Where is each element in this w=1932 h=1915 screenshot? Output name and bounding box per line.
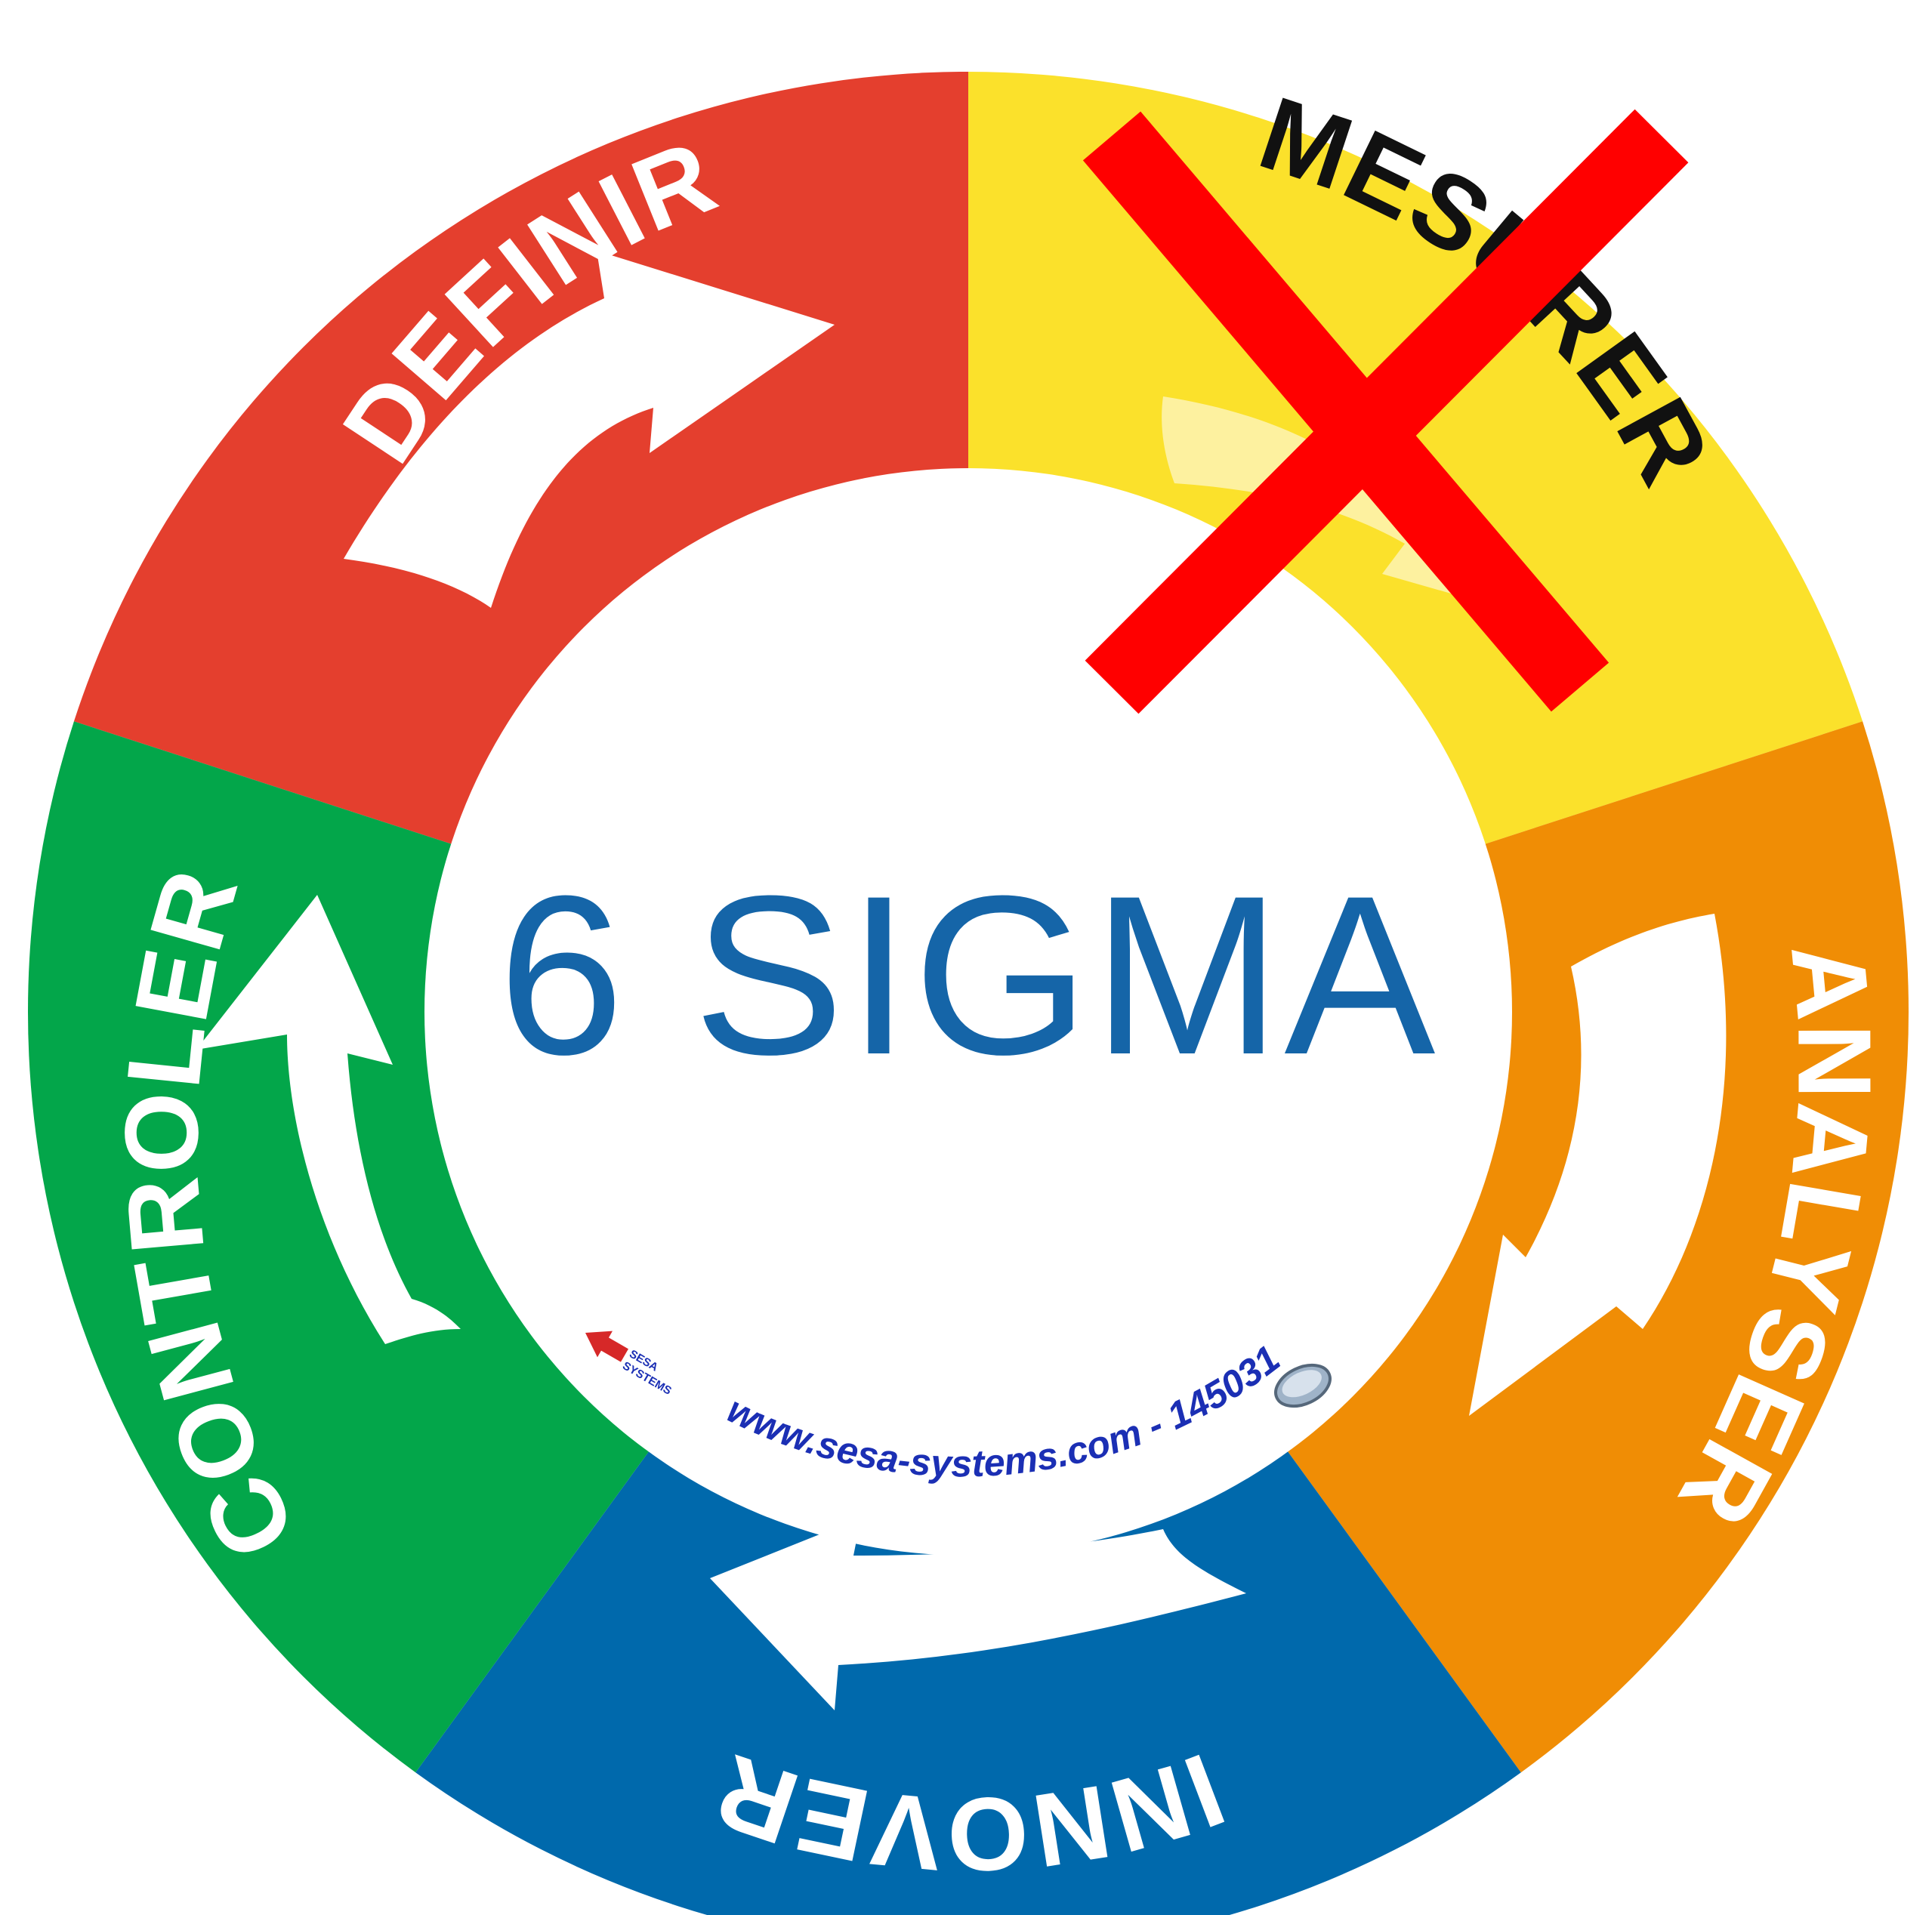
center-title: 6 SIGMA	[498, 848, 1439, 1102]
sesa-logo-arrow-icon	[585, 1331, 628, 1362]
cycle-arrows	[196, 251, 1727, 1710]
center-disc	[424, 468, 1512, 1556]
cross-stroke-2	[1085, 109, 1689, 714]
arrow-analyser-to-innover	[1469, 914, 1727, 1416]
arrow-controler-to-definir	[196, 895, 461, 1344]
seal-icon	[1274, 1363, 1332, 1408]
arrow-definir-to-mesurer	[344, 251, 835, 608]
arrow-innover-to-controler	[710, 1518, 1246, 1710]
cross-out-mark	[1082, 109, 1689, 714]
